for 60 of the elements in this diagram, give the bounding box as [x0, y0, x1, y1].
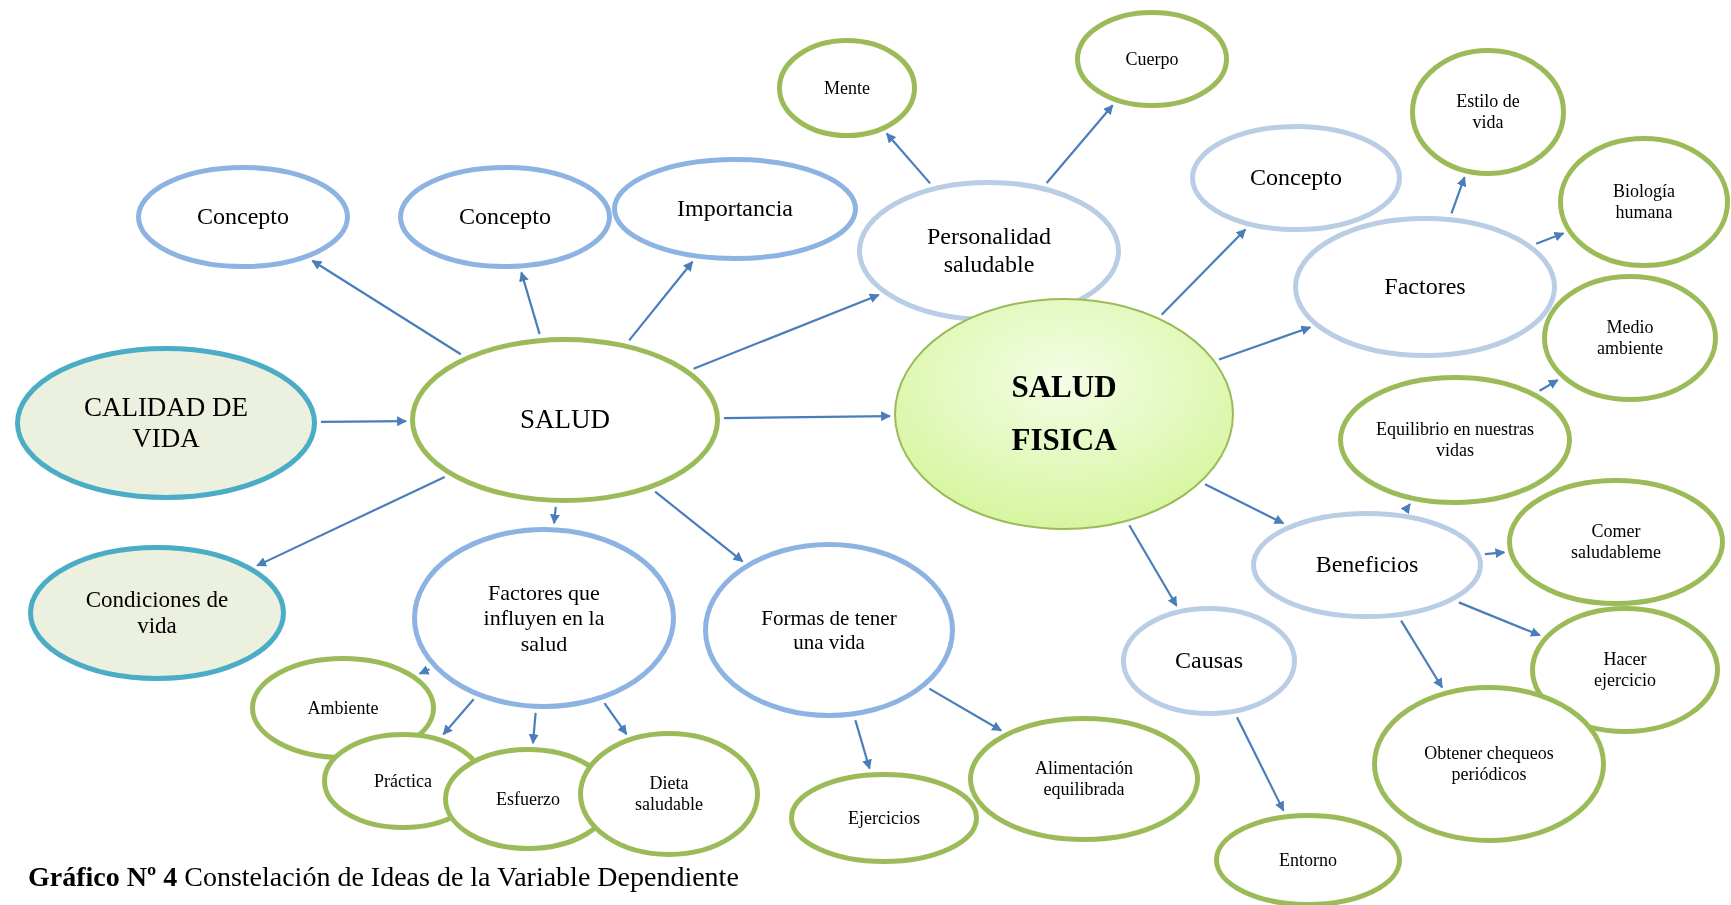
concept-label: Personalidad saludable: [926, 223, 1052, 279]
arrow: [1235, 716, 1285, 812]
concept-label: Esfuerzo: [496, 788, 560, 810]
concept-label: Causas: [1175, 647, 1243, 675]
concept-label: Mente: [824, 77, 870, 99]
arrow: [519, 271, 541, 335]
concept-label: Concepto: [197, 203, 289, 231]
arrow: [628, 261, 694, 342]
concept-label: Ambiente: [307, 697, 379, 719]
concept-label: SALUD: [520, 404, 610, 436]
arrow: [528, 712, 539, 745]
arrow: [723, 411, 891, 422]
arrow: [1535, 231, 1565, 245]
concept-label: Dieta saludable: [634, 773, 704, 815]
arrow: [1128, 524, 1178, 607]
concept-label: Factores: [1384, 273, 1466, 301]
concept-label: SALUD FISICA: [1010, 368, 1118, 459]
concept-label: Formas de tener una vida: [760, 605, 898, 655]
arrow: [1045, 104, 1114, 184]
concept-label: Condiciones de vida: [84, 586, 230, 640]
concept-label: Comer saludableme: [1570, 521, 1662, 563]
concept-label: Factores que influyen en la salud: [482, 580, 606, 656]
arrow: [1400, 503, 1411, 515]
arrow: [654, 490, 744, 563]
arrow: [1400, 620, 1444, 689]
concept-label: Obtener chequeos periódicos: [1424, 743, 1554, 785]
arrow: [693, 293, 880, 370]
arrow: [854, 719, 872, 770]
arrow: [442, 698, 475, 736]
arrow: [1450, 176, 1467, 214]
arrow: [418, 665, 430, 675]
concept-label: Medio ambiente: [1596, 317, 1664, 359]
concept-label: Importancia: [677, 195, 793, 223]
arrow: [550, 506, 560, 525]
concept-label: Beneficios: [1315, 551, 1419, 579]
arrow: [320, 416, 407, 427]
caption: Gráfico Nº 4 Constelación de Ideas de la Variable Dependiente: [28, 861, 739, 892]
arrow: [928, 687, 1002, 732]
concept-label: CALIDAD DE VIDA: [82, 391, 250, 455]
arrow: [885, 132, 931, 185]
arrow: [1484, 548, 1506, 559]
concept-label: Ejercicios: [848, 807, 920, 829]
concept-label: Concepto: [1250, 164, 1342, 192]
concept-label: Cuerpo: [1125, 48, 1179, 70]
concept-label: Equilibrio en nuestras vidas: [1375, 419, 1535, 461]
arrow: [1160, 228, 1247, 316]
concept-label: Estilo de vida: [1455, 91, 1521, 133]
concept-label: Biología humana: [1612, 181, 1676, 223]
arrow: [1204, 483, 1285, 525]
arrow: [603, 702, 628, 735]
arrow: [1539, 379, 1559, 392]
concept-label: Entorno: [1279, 849, 1337, 871]
concept-label: Práctica: [374, 770, 432, 792]
arrow: [1218, 325, 1312, 361]
arrow: [256, 475, 446, 567]
arrow: [1458, 601, 1541, 637]
arrow: [311, 259, 462, 356]
concept-label: Alimentación equilibrada: [1034, 758, 1134, 800]
concept-label: Hacer ejercicio: [1593, 649, 1657, 691]
concept-label: Concepto: [459, 203, 551, 231]
